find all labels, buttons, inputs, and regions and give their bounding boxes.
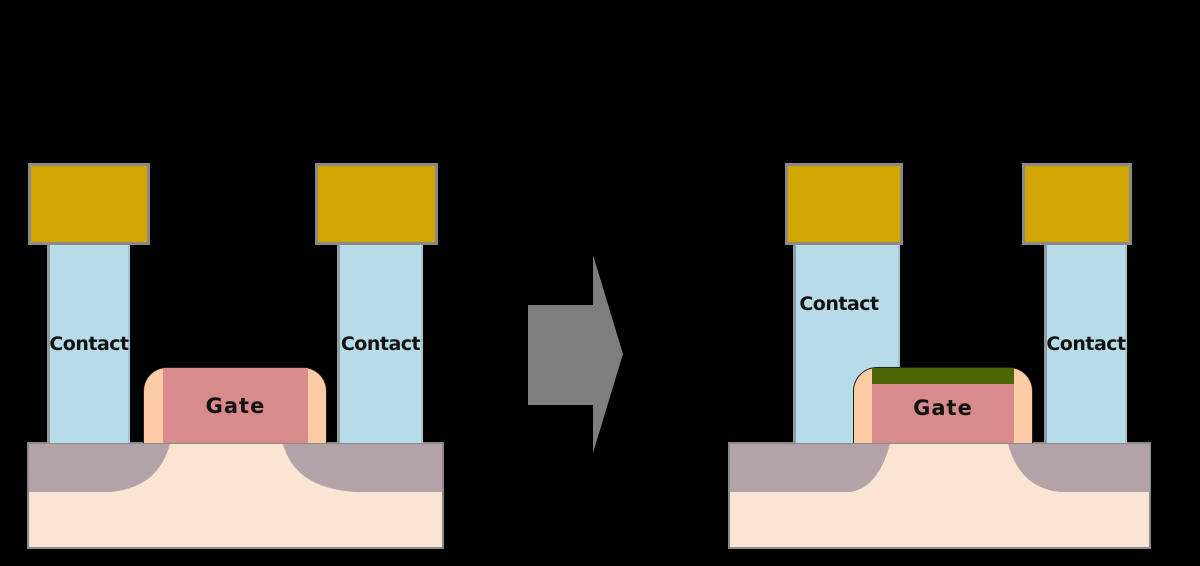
- contact-label: Contact: [49, 333, 129, 355]
- silicide-layer-left: [730, 444, 890, 492]
- contact-pillar-left-before: Contact: [47, 245, 130, 443]
- silicide-layer-left: [29, 444, 170, 492]
- contact-label: Contact: [799, 293, 879, 315]
- gate-cap-layer: [872, 368, 1014, 384]
- contact-label: Contact: [1046, 333, 1126, 355]
- contact-cap-left-before: [28, 163, 150, 245]
- contact-cap-right-before: [315, 163, 438, 245]
- transform-right-arrow-icon: [528, 255, 623, 453]
- gate-body-before: Gate: [163, 368, 308, 443]
- contact-pillar-right-after: Contact: [1044, 245, 1127, 443]
- silicide-layer-right: [1008, 444, 1150, 492]
- gate-spacer-after: Gate: [853, 367, 1033, 443]
- gate-spacer-before: Gate: [143, 367, 327, 443]
- contact-label: Contact: [340, 333, 421, 355]
- contact-pillar-right-before: Contact: [337, 245, 423, 443]
- silicide-layer-right: [283, 444, 442, 492]
- contact-cap-right-after: [1022, 163, 1132, 245]
- contact-cap-left-after: [785, 163, 903, 245]
- gate-label: Gate: [205, 393, 266, 418]
- gate-label: Gate: [913, 395, 973, 420]
- substrate-after: [728, 442, 1151, 549]
- gate-body-after: Gate: [872, 384, 1014, 443]
- substrate-before: [27, 442, 444, 549]
